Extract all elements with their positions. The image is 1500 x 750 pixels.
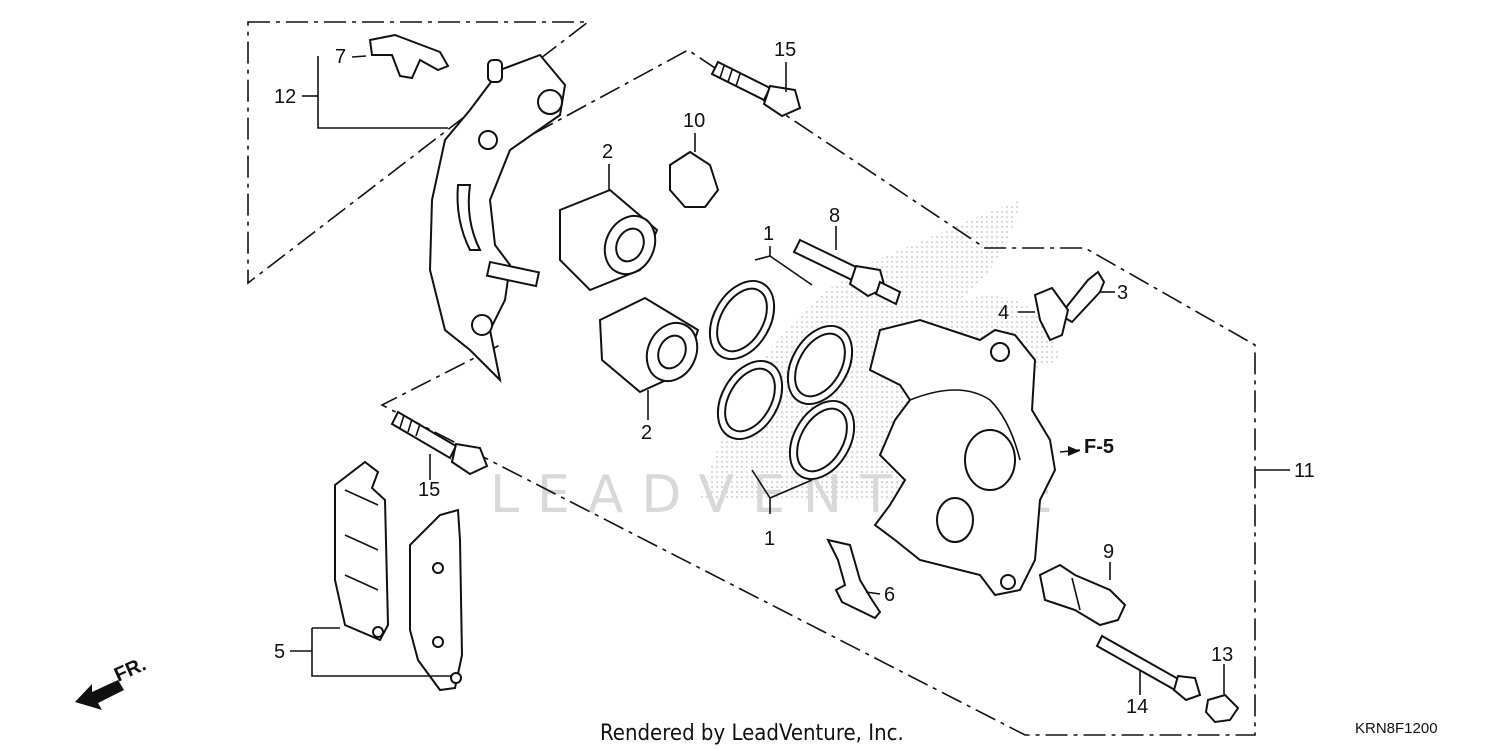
callout-7: 7: [335, 46, 346, 68]
caliper-group-outline: [380, 49, 1256, 736]
callout-15-top: 15: [774, 39, 796, 61]
callout-5: 5: [274, 641, 285, 663]
callout-15-bottom: 15: [418, 479, 440, 501]
direction-label: FR.: [111, 653, 149, 686]
bleeder-valve: [1058, 270, 1106, 324]
leader-lines: [290, 55, 1290, 695]
caliper-mount-bolt-bottom: [390, 410, 489, 476]
piston-upper: [559, 188, 659, 292]
piston-lower: [598, 296, 700, 394]
bracket-group-outline: [247, 21, 591, 285]
pad-spring-clip: [368, 33, 450, 80]
front-direction-arrow-icon: [75, 680, 124, 710]
caliper-bracket: [428, 53, 567, 384]
slide-pin: [1095, 634, 1202, 702]
reference-arrow-icon: [1068, 446, 1080, 456]
callout-14: 14: [1126, 696, 1148, 718]
slide-pin-boot: [1038, 563, 1127, 627]
bleeder-plate: [1033, 286, 1070, 342]
pin-cap: [1204, 693, 1240, 724]
brake-pads: [334, 460, 464, 692]
callout-10: 10: [683, 110, 705, 132]
callout-13: 13: [1211, 644, 1233, 666]
diagram-code: KRN8F1200: [1355, 720, 1438, 737]
pad-pin-bolt: [792, 238, 902, 306]
render-credit: Rendered by LeadVenture, Inc.: [600, 721, 904, 746]
callout-12: 12: [274, 86, 296, 108]
callout-11: 11: [1294, 460, 1315, 482]
callout-3: 3: [1117, 282, 1128, 304]
callout-2-top: 2: [602, 141, 613, 163]
callout-6: 6: [884, 584, 895, 606]
callout-2-bottom: 2: [641, 422, 652, 444]
callout-1-bottom: 1: [764, 528, 775, 550]
callout-4: 4: [998, 302, 1009, 324]
callout-1-top: 1: [763, 223, 774, 245]
piston-seals: [708, 280, 856, 480]
bleeder-cap: [669, 150, 720, 208]
pad-spring: [826, 538, 882, 620]
callout-9: 9: [1103, 541, 1114, 563]
caliper-body: [868, 318, 1057, 597]
callout-8: 8: [829, 205, 840, 227]
reference-f5: F-5: [1084, 436, 1114, 458]
caliper-mount-bolt-top: [710, 60, 802, 118]
